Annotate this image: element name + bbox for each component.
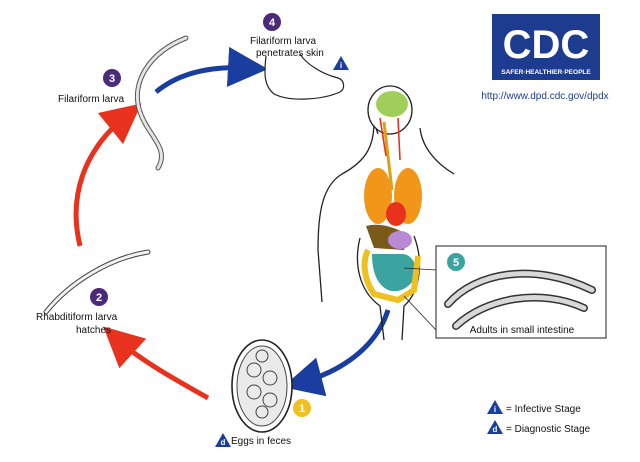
stage-4-badge [263,13,281,31]
stage-1-number: 1 [299,403,305,415]
cdc-logo: CDC SAFER·HEALTHIER·PEOPLE [492,14,600,80]
svg-text:i: i [340,61,342,70]
arrow-eggs-to-rhabditiform [103,326,210,401]
legend-infective-icon: i [487,400,503,414]
stage-3-badge [103,69,121,87]
filariform-larva-drawing [134,35,189,171]
arrow-rhabditiform-to-filariform [73,103,142,247]
stage-1-diagnostic-marker: d [215,433,231,447]
stage-3-label: Filariform larva [58,94,125,105]
foot-drawing [264,53,345,100]
cdc-logo-tagline: SAFER·HEALTHIER·PEOPLE [501,69,591,76]
stage-4-label-line2: penetrates skin [256,48,324,59]
stage-1-label: Eggs in feces [231,436,291,447]
rhabditiform-larva-drawing [43,249,151,315]
cdc-url-link[interactable]: http://www.dpd.cdc.gov/dpdx [481,91,608,102]
svg-text:i: i [494,405,496,414]
stage-2-badge [90,288,108,306]
stage-4-number: 4 [269,17,276,29]
stage-2-label-line1: Rhabditiform larva [36,312,118,323]
cdc-logo-text: CDC [503,23,590,67]
stage-2-number: 2 [96,292,102,304]
legend-diagnostic-icon: d [487,420,503,434]
inset-callout-lines [403,267,437,331]
stage-3-number: 3 [109,73,115,85]
stage-4-infective-marker: i [333,56,349,70]
stomach [388,231,412,249]
legend: i = Infective Stage d = Diagnostic Stage [487,400,591,435]
eggs-drawing [231,339,293,433]
small-intestine [372,254,417,292]
human-figure [317,85,455,341]
stage-1-badge [293,399,311,417]
large-intestine [361,248,421,304]
esophagus [382,121,394,191]
lung-left [364,168,392,224]
svg-text:d: d [221,438,226,447]
stage-5-badge [447,253,465,271]
svg-text:d: d [493,425,498,434]
arrow-filariform-to-skin [154,46,268,94]
adult-worms-drawing [444,269,596,330]
legend-diagnostic-label: = Diagnostic Stage [506,424,591,435]
blood-vessels [379,117,401,161]
stage-2-label-line2: hatches [76,325,111,336]
arrow-host-to-eggs [282,309,391,397]
stage-5-number: 5 [453,257,459,269]
stage-5-label: Adults in small intestine [470,325,575,336]
cdc-logo-box [492,14,600,80]
legend-infective-label: = Infective Stage [506,404,581,415]
heart [386,202,406,226]
stage-4-label-line1: Filariform larva [250,36,317,47]
brain [376,91,408,117]
